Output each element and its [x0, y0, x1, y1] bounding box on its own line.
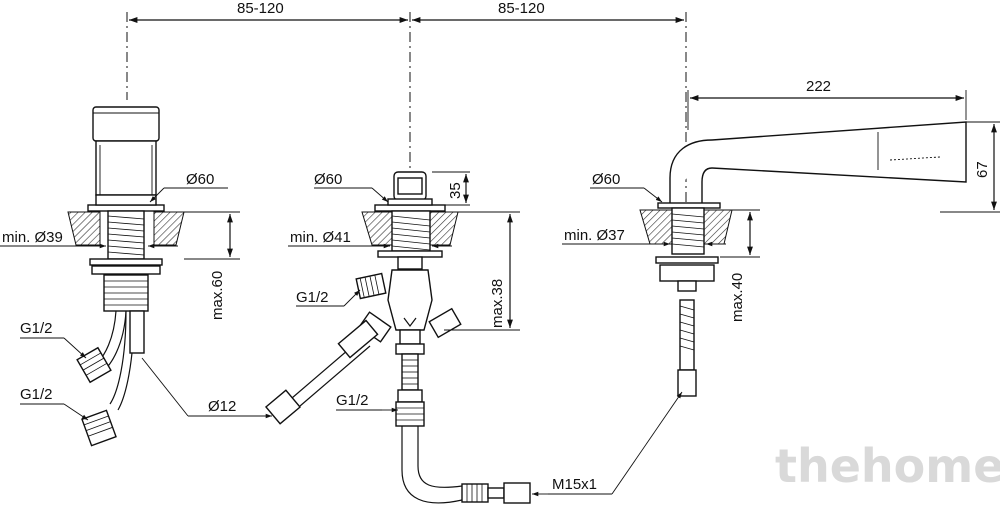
- supply-hose-diagonal: [264, 319, 379, 425]
- center-flange-label: Ø60: [314, 171, 342, 188]
- handshower-length-label: 222: [806, 78, 831, 95]
- span-dimensions: 85-120 85-120: [129, 0, 684, 23]
- center-unit: [355, 171, 531, 504]
- left-deck-label: max.60: [209, 271, 226, 320]
- left-unit: [67, 106, 185, 447]
- right-deck-label: max.40: [729, 273, 746, 322]
- right-hole-label: min. Ø37: [564, 227, 625, 244]
- watermark: thehome: [775, 439, 1000, 493]
- hose-diameter-label: Ø12: [208, 398, 236, 415]
- right-unit-annotations: Ø60 min. Ø37 max.40 222 67 M15x1: [532, 78, 1000, 497]
- left-connection-lower-label: G1/2: [20, 386, 53, 403]
- span-right-label: 85-120: [498, 0, 545, 17]
- center-hole-label: min. Ø41: [290, 229, 351, 246]
- span-left-label: 85-120: [237, 0, 284, 17]
- hose-annotation: Ø12: [141, 357, 272, 419]
- center-connection-side-label: G1/2: [296, 289, 329, 306]
- center-unit-annotations: Ø60 35 min. Ø41 max.38 G1/2 G1/2: [288, 171, 520, 413]
- left-hole-label: min. Ø39: [2, 229, 63, 246]
- spout-height-label: 35: [447, 182, 464, 199]
- thread-label: M15x1: [552, 476, 597, 493]
- center-deck-label: max.38: [489, 279, 506, 328]
- right-unit: [639, 121, 967, 397]
- left-flange-label: Ø60: [186, 171, 214, 188]
- left-unit-annotations: Ø60 min. Ø39 max.60 G1/2 G1/2: [0, 171, 240, 421]
- left-connection-upper-label: G1/2: [20, 320, 53, 337]
- right-flange-label: Ø60: [592, 171, 620, 188]
- handshower-height-label: 67: [974, 161, 991, 178]
- center-connection-bottom-label: G1/2: [336, 392, 369, 409]
